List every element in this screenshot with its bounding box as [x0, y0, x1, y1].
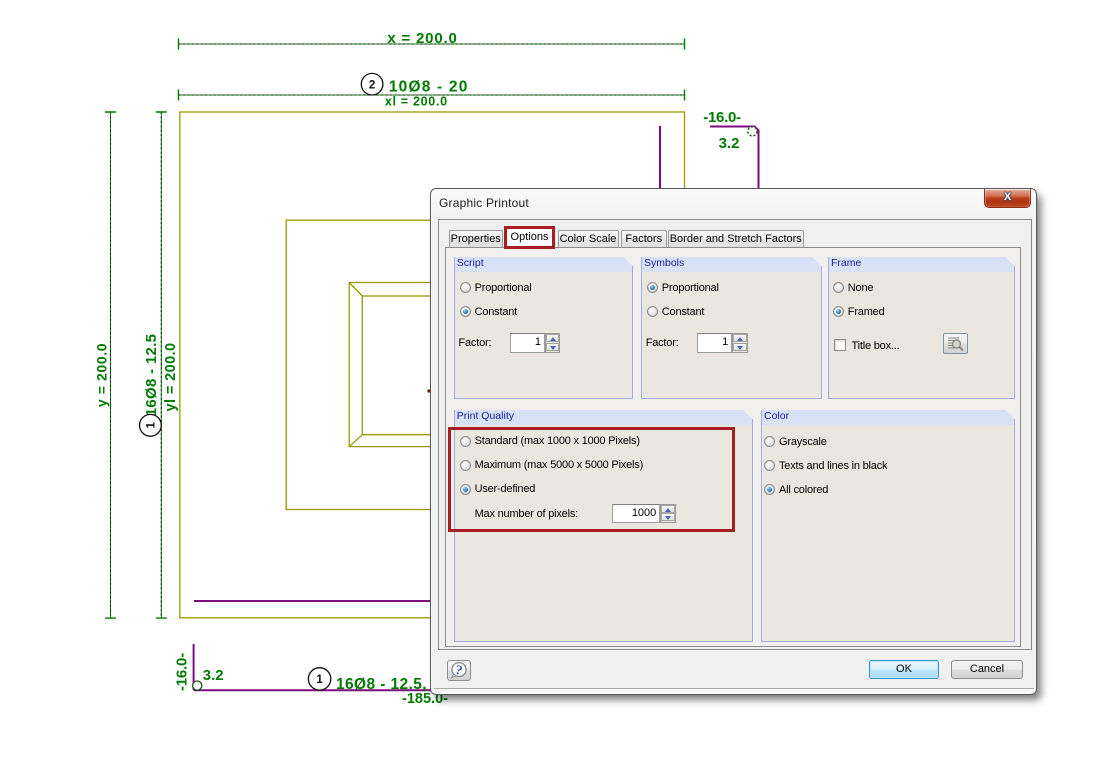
- svg-text:-185.0-: -185.0-: [402, 691, 448, 707]
- svg-text:-16.0-: -16.0-: [703, 109, 741, 126]
- svg-text:3.2: 3.2: [203, 667, 224, 684]
- svg-text:1: 1: [146, 422, 158, 429]
- svg-text:x = 200.0: x = 200.0: [387, 30, 457, 47]
- svg-text:2: 2: [369, 79, 375, 91]
- svg-text:3.2: 3.2: [719, 135, 740, 152]
- svg-text:yl = 200.0: yl = 200.0: [163, 343, 179, 412]
- svg-text:1: 1: [316, 674, 323, 686]
- svg-text:16Ø8 - 12.5: 16Ø8 - 12.5: [143, 334, 160, 417]
- svg-text:-16.0-: -16.0-: [174, 653, 191, 691]
- svg-text:?: ?: [454, 662, 464, 678]
- svg-text:xl = 200.0: xl = 200.0: [385, 94, 448, 108]
- svg-text:y = 200.0: y = 200.0: [94, 343, 110, 407]
- svg-text:10Ø8 - 20: 10Ø8 - 20: [389, 79, 469, 96]
